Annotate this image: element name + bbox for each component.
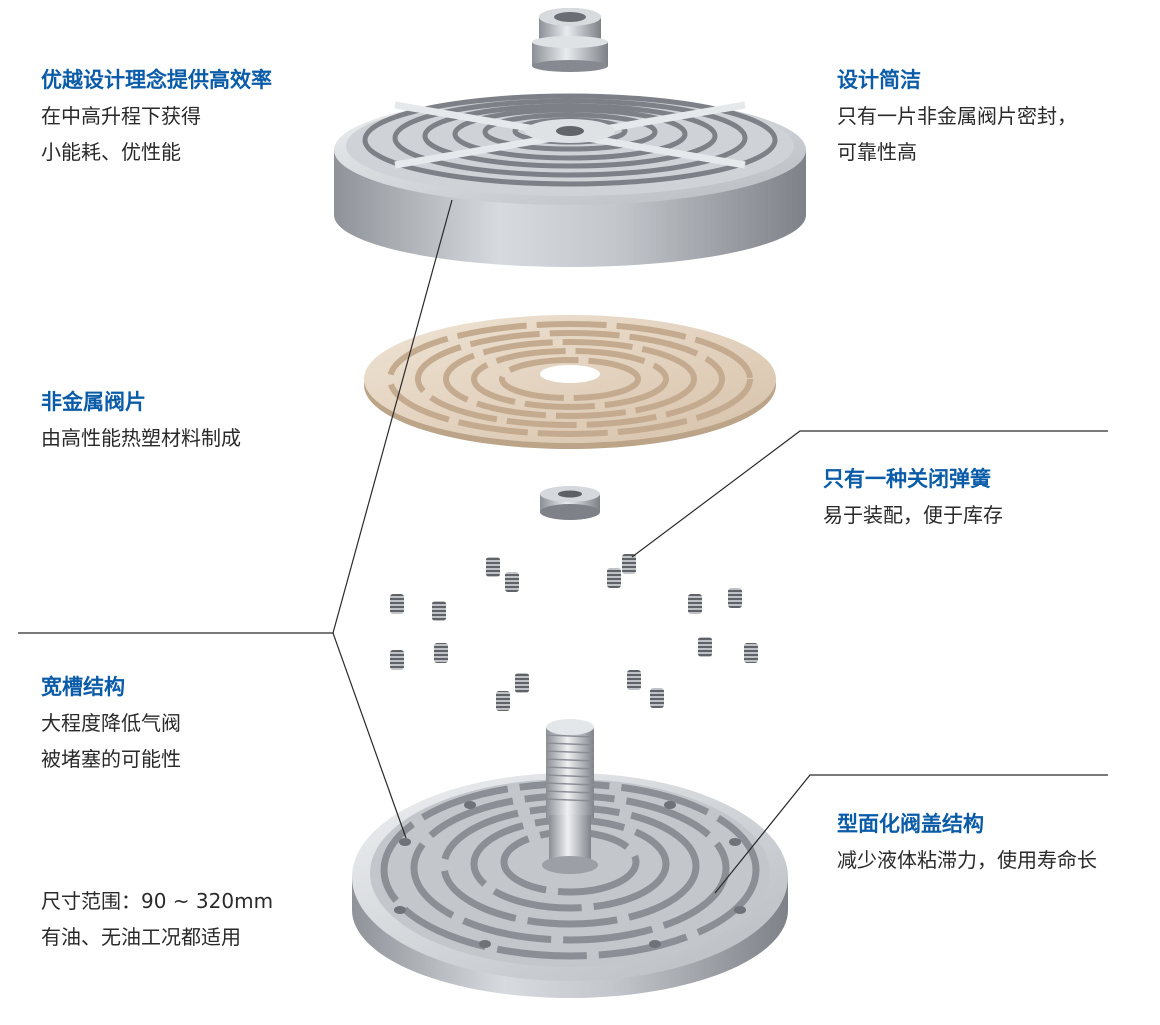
callout-design-concept: 优越设计理念提供高效率 在中高升程下获得 小能耗、优性能 <box>41 62 272 170</box>
callout-title: 宽槽结构 <box>41 675 125 699</box>
callout-single-spring: 只有一种关闭弹簧 易于装配，便于库存 <box>823 461 1003 533</box>
spring <box>728 588 742 608</box>
spring <box>627 670 641 690</box>
spacer-ring <box>540 486 600 520</box>
leader-cover <box>714 774 1108 894</box>
callout-profiled-cover: 型面化阀盖结构 减少液体粘滞力，使用寿命长 <box>837 806 1097 878</box>
leader-spring <box>631 430 1108 558</box>
spring <box>432 601 446 621</box>
lock-nut <box>532 8 608 72</box>
leader-lines <box>18 199 1108 894</box>
spring <box>688 594 702 614</box>
spring <box>698 637 712 657</box>
callout-line: 由高性能热塑材料制成 <box>41 426 241 450</box>
callout-wide-slot: 宽槽结构 大程度降低气阀 被堵塞的可能性 <box>41 669 181 777</box>
spring <box>390 594 404 614</box>
callout-title: 设计简洁 <box>837 68 921 92</box>
callout-line: 只有一片非金属阀片密封， <box>837 104 1077 128</box>
callout-line: 被堵塞的可能性 <box>41 747 181 771</box>
spring <box>650 688 664 708</box>
spring <box>434 643 448 663</box>
spring <box>607 568 621 588</box>
spring <box>390 650 404 670</box>
valve-guard <box>352 719 788 998</box>
callout-nonmetal-plate: 非金属阀片 由高性能热塑材料制成 <box>41 384 241 456</box>
callout-line: 减少液体粘滞力，使用寿命长 <box>837 848 1097 872</box>
callout-title: 型面化阀盖结构 <box>837 812 984 836</box>
callout-line: 小能耗、优性能 <box>41 140 181 164</box>
callout-line: 大程度降低气阀 <box>41 711 181 735</box>
valve-seat <box>334 93 806 267</box>
callout-title: 非金属阀片 <box>41 390 146 414</box>
guard-spring-holes <box>394 801 746 948</box>
callout-line: 在中高升程下获得 <box>41 104 201 128</box>
callout-line: 可靠性高 <box>837 140 917 164</box>
spring <box>515 673 529 693</box>
spring <box>496 691 510 711</box>
spring <box>505 572 519 592</box>
nonmetal-valve-plate <box>364 315 776 449</box>
callout-simple-design: 设计简洁 只有一片非金属阀片密封， 可靠性高 <box>837 62 1077 170</box>
spec-info: 尺寸范围：90 ~ 320mm 有油、无油工况都适用 <box>41 883 273 955</box>
spring <box>744 643 758 663</box>
callout-title: 优越设计理念提供高效率 <box>41 68 272 92</box>
callout-title: 只有一种关闭弹簧 <box>823 467 991 491</box>
spring <box>486 557 500 577</box>
spec-applicability: 有油、无油工况都适用 <box>41 925 241 949</box>
callout-line: 易于装配，便于库存 <box>823 503 1003 527</box>
spec-size-range: 尺寸范围：90 ~ 320mm <box>41 889 274 913</box>
stud-thread <box>545 734 595 802</box>
plate-slot-rings <box>387 321 753 437</box>
leader-wide-slot-lower <box>332 632 407 839</box>
closing-springs <box>390 554 758 711</box>
spring <box>622 554 636 574</box>
